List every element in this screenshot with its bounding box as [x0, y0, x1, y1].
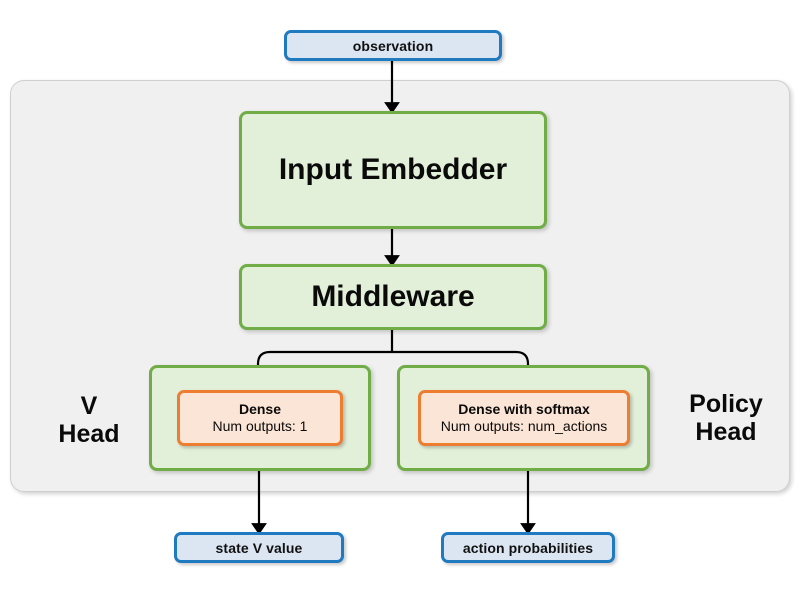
node-middleware[interactable]: Middleware	[239, 264, 547, 330]
node-input-embedder[interactable]: Input Embedder	[239, 111, 547, 229]
node-dense-with-softmax[interactable]: Dense with softmax Num outputs: num_acti…	[418, 390, 630, 446]
node-input-embedder-label: Input Embedder	[278, 153, 508, 186]
node-observation-label: observation	[352, 37, 434, 54]
node-dense-title: Dense	[238, 400, 282, 417]
node-dense-with-softmax-subtitle: Num outputs: num_actions	[440, 418, 608, 434]
node-state-v-value[interactable]: state V value	[174, 532, 344, 563]
node-action-probabilities[interactable]: action probabilities	[441, 532, 615, 563]
caption-policy-head: Policy Head	[662, 382, 790, 454]
node-middleware-label: Middleware	[311, 280, 475, 313]
node-dense-with-softmax-title: Dense with softmax	[458, 400, 590, 417]
node-observation[interactable]: observation	[284, 30, 502, 61]
node-state-v-value-label: state V value	[215, 539, 303, 556]
node-action-probabilities-label: action probabilities	[462, 539, 594, 556]
node-dense[interactable]: Dense Num outputs: 1	[177, 390, 343, 446]
caption-v-head: V Head	[34, 385, 144, 455]
node-dense-subtitle: Num outputs: 1	[212, 418, 308, 434]
caption-policy-head-line1: Policy	[689, 390, 763, 418]
caption-v-head-line1: V	[80, 392, 98, 420]
caption-policy-head-line2: Head	[695, 418, 757, 446]
caption-v-head-line2: Head	[58, 420, 120, 448]
